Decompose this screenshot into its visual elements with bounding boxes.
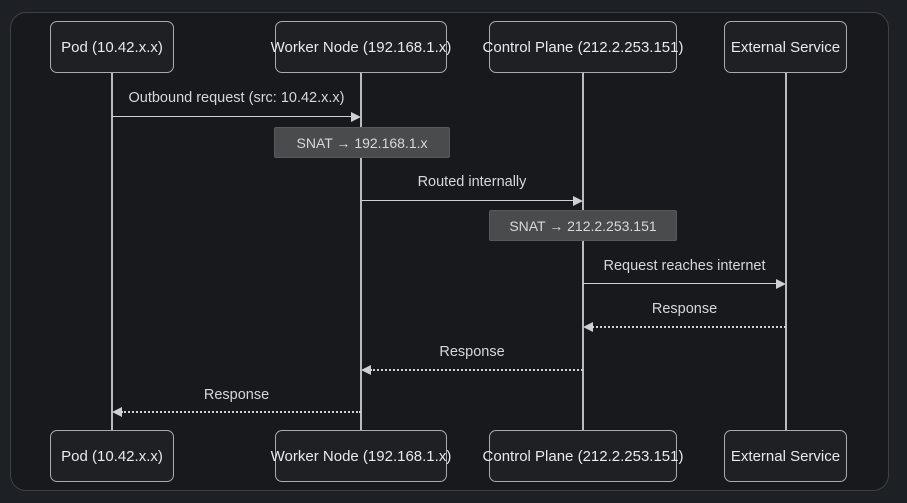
arrowhead-left	[583, 322, 593, 332]
arrow-request-internet-line	[583, 283, 778, 284]
actor-control-plane-top: Control Plane (212.2.253.151)	[483, 21, 684, 73]
lifeline-external-service	[785, 73, 787, 430]
note-snat-worker: SNAT → 192.168.1.x	[274, 127, 450, 158]
arrow-outbound-request-line	[112, 116, 353, 117]
arrowhead-right	[776, 279, 786, 289]
arrow-response-control-line	[370, 369, 583, 371]
arrow-response-worker-line	[121, 411, 361, 413]
arrow-routed-internally-line	[361, 200, 575, 201]
arrowhead-right	[351, 112, 361, 122]
arrowhead-left	[361, 365, 371, 375]
message-label-response-worker: Response	[203, 387, 270, 403]
note-snat-control-plane: SNAT → 212.2.253.151	[489, 210, 677, 241]
actor-worker-node-bottom: Worker Node (192.168.1.x)	[271, 430, 451, 482]
diagram-frame	[10, 12, 889, 491]
message-label-response-external: Response	[651, 301, 718, 317]
actor-pod-top: Pod (10.42.x.x)	[50, 21, 174, 73]
lifeline-worker-node	[360, 73, 362, 430]
message-label-routed-internally: Routed internally	[417, 174, 527, 190]
actor-external-service-bottom: External Service	[724, 430, 847, 482]
lifeline-control-plane	[582, 73, 584, 430]
actor-worker-node-top: Worker Node (192.168.1.x)	[271, 21, 451, 73]
arrow-response-external-line	[592, 326, 786, 328]
lifeline-pod	[111, 73, 113, 430]
message-label-outbound-request: Outbound request (src: 10.42.x.x)	[128, 90, 345, 106]
message-label-response-control: Response	[439, 344, 505, 360]
arrowhead-left	[112, 407, 122, 417]
actor-external-service-top: External Service	[724, 21, 847, 73]
actor-control-plane-bottom: Control Plane (212.2.253.151)	[483, 430, 684, 482]
arrowhead-right	[573, 196, 583, 206]
actor-pod-bottom: Pod (10.42.x.x)	[50, 430, 174, 482]
message-label-request-reaches-internet: Request reaches internet	[603, 258, 766, 274]
